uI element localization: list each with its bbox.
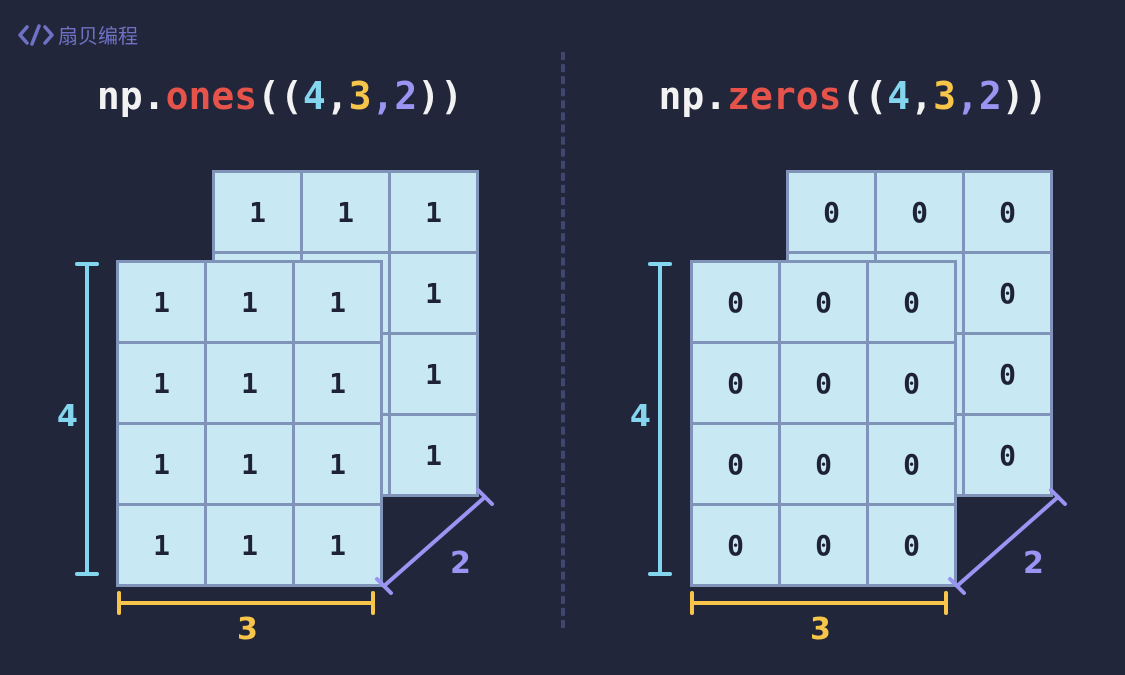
grid-cell: 1 [295,506,380,584]
grid-cell: 0 [781,425,866,503]
shape-dim-4: 4 [887,74,911,118]
height-bracket [75,262,99,576]
width-label: 3 [237,612,258,647]
code-title: np.ones((4,3,2)) [0,74,560,118]
close-parens: )) [1001,74,1048,118]
grid-cell: 1 [391,254,476,332]
brand-name: 扇贝编程 [58,24,138,48]
height-label: 4 [57,399,78,434]
grid-cell: 1 [295,344,380,422]
grid-cell: 1 [207,263,292,341]
depth-label: 2 [1023,546,1044,581]
comma: , [955,74,979,118]
width-bracket [117,591,375,615]
grid-cell: 1 [119,263,204,341]
width-bracket [690,591,948,615]
grid-cell: 0 [693,506,778,584]
grid-cell: 0 [877,173,962,251]
module-prefix: np. [96,74,166,118]
zeros-panel: np.zeros((4,3,2)) 0 0 0 0 0 0 0 0 0 0 0 … [573,0,1125,675]
height-bracket [648,262,672,576]
grid-cell: 0 [789,173,874,251]
dimension-markers [75,262,494,615]
front-layer-grid: 0 0 0 0 0 0 0 0 0 0 0 0 [690,260,957,587]
comma: , [325,74,349,118]
shape-dim-3: 3 [348,74,372,118]
grid-cell: 1 [215,173,300,251]
comma: , [910,74,934,118]
grid-cell: 1 [295,263,380,341]
grid-cell: 1 [119,506,204,584]
grid-cell: 1 [391,335,476,413]
grid-cell: 0 [869,425,954,503]
open-parens: (( [257,74,303,118]
grid-cell: 0 [965,335,1050,413]
grid-cell: 0 [781,344,866,422]
shape-dim-2: 2 [978,74,1002,118]
shape-dim-2: 2 [394,74,418,118]
open-parens: (( [841,74,888,118]
close-parens: )) [417,74,464,118]
grid-cell: 1 [207,344,292,422]
grid-cell: 0 [965,173,1050,251]
ones-panel: np.ones((4,3,2)) 1 1 1 1 1 1 1 1 1 1 1 1… [0,0,560,675]
grid-cell: 0 [869,344,954,422]
grid-cell: 0 [781,263,866,341]
function-name: ones [165,74,258,118]
grid-cell: 0 [965,416,1050,494]
grid-cell: 1 [391,416,476,494]
grid-cell: 1 [119,344,204,422]
grid-cell: 1 [303,173,388,251]
grid-cell: 1 [295,425,380,503]
grid-cell: 1 [391,173,476,251]
grid-cell: 0 [965,254,1050,332]
depth-bracket [375,488,494,595]
shape-dim-4: 4 [302,74,326,118]
panel-divider [561,52,565,628]
grid-cell: 0 [869,263,954,341]
grid-cell: 0 [693,344,778,422]
brand-logo: 扇贝编程 [18,20,138,49]
code-brackets-icon [18,23,54,46]
front-layer-grid: 1 1 1 1 1 1 1 1 1 1 1 1 [116,260,383,587]
code-title: np.zeros((4,3,2)) [573,74,1125,118]
module-prefix: np. [658,74,728,118]
depth-bracket [948,488,1067,595]
width-label: 3 [810,612,831,647]
grid-cell: 1 [119,425,204,503]
comma: , [371,74,395,118]
shape-dim-3: 3 [933,74,956,118]
dimension-markers [648,262,1067,615]
grid-cell: 1 [207,506,292,584]
grid-cell: 0 [781,506,866,584]
height-label: 4 [630,399,651,434]
function-name: zeros [727,74,842,118]
grid-cell: 0 [869,506,954,584]
grid-cell: 0 [693,425,778,503]
depth-label: 2 [450,546,471,581]
grid-cell: 1 [207,425,292,503]
grid-cell: 0 [693,263,778,341]
